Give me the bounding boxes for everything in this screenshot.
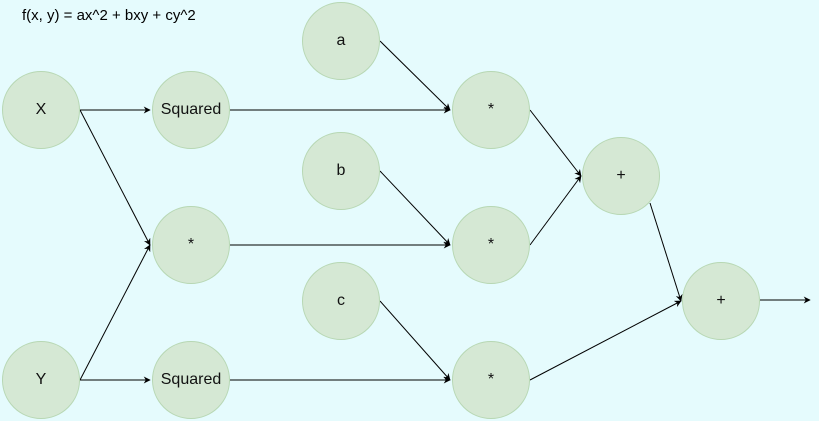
edge-b-to-multiply-b [379,170,451,246]
node-b-label: b [336,162,346,179]
node-y-label: Y [35,371,47,388]
node-multiply-b-label: * [487,236,495,253]
node-squared-y-label: Squared [160,371,222,388]
node-b[interactable]: b [302,132,380,210]
node-add-2-label: + [716,292,726,309]
node-multiply-b[interactable]: * [452,206,530,284]
node-add-1-label: + [616,167,626,184]
edge-multiply-b-to-add-1 [529,175,582,246]
edge-multiply-c-to-add-2 [529,300,682,381]
edge-x-to-multiply-xy [79,109,151,246]
node-multiply-a-label: * [487,101,495,118]
node-multiply-xy-label: * [187,236,195,253]
edge-add-1-to-add-2 [649,202,683,302]
edge-multiply-a-to-add-1 [529,109,582,177]
node-x-label: X [35,101,47,118]
node-squared-y[interactable]: Squared [152,341,230,419]
node-squared-x-label: Squared [160,101,222,118]
node-y[interactable]: Y [2,341,80,419]
node-multiply-c-label: * [487,371,495,388]
node-a[interactable]: a [302,2,380,80]
edge-c-to-multiply-c [379,300,451,381]
node-c-label: c [337,292,345,309]
node-a-label: a [336,32,346,49]
edge-y-to-multiply-xy [79,244,151,381]
node-x[interactable]: X [2,71,80,149]
node-squared-x[interactable]: Squared [152,71,230,149]
node-multiply-a[interactable]: * [452,71,530,149]
formula-text: f(x, y) = ax^2 + bxy + cy^2 [22,7,196,24]
node-add-1[interactable]: + [582,137,660,215]
node-multiply-xy[interactable]: * [152,206,230,284]
node-c[interactable]: c [302,262,380,340]
node-add-2[interactable]: + [682,262,760,340]
node-multiply-c[interactable]: * [452,341,530,419]
edge-a-to-multiply-a [379,40,451,111]
